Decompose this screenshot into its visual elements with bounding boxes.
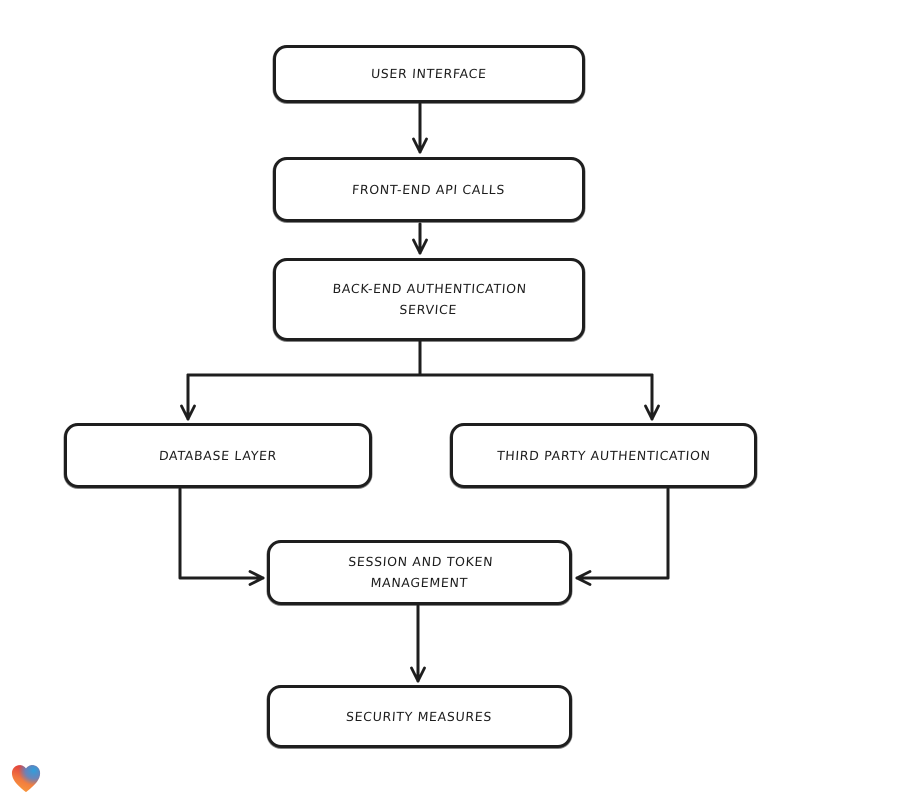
edge-database-to-session xyxy=(178,487,265,586)
heart-gradient-icon[interactable] xyxy=(8,760,44,796)
node-database-layer-label: DATABASE LAYER xyxy=(158,447,278,463)
node-user-interface-label: USER INTERFACE xyxy=(370,66,488,82)
node-session-and-token-management: SESSION AND TOKEN MANAGEMENT xyxy=(267,540,572,605)
node-session-and-token-management-label: SESSION AND TOKEN MANAGEMENT xyxy=(347,554,494,591)
node-front-end-api-calls-label: FRONT-END API CALLS xyxy=(351,181,507,197)
node-user-interface: USER INTERFACE xyxy=(273,45,585,103)
node-back-end-authentication-service: BACK-END AUTHENTICATION SERVICE xyxy=(273,258,585,341)
node-database-layer: DATABASE LAYER xyxy=(64,423,372,488)
edge-thirdparty-to-session xyxy=(575,487,670,586)
node-security-measures: SECURITY MEASURES xyxy=(267,685,572,748)
node-security-measures-label: SECURITY MEASURES xyxy=(345,708,494,724)
node-front-end-api-calls: FRONT-END API CALLS xyxy=(273,157,585,222)
node-third-party-authentication: THIRD PARTY AUTHENTICATION xyxy=(450,423,757,488)
node-third-party-authentication-label: THIRD PARTY AUTHENTICATION xyxy=(496,447,711,463)
node-back-end-authentication-service-label: BACK-END AUTHENTICATION SERVICE xyxy=(332,281,528,318)
